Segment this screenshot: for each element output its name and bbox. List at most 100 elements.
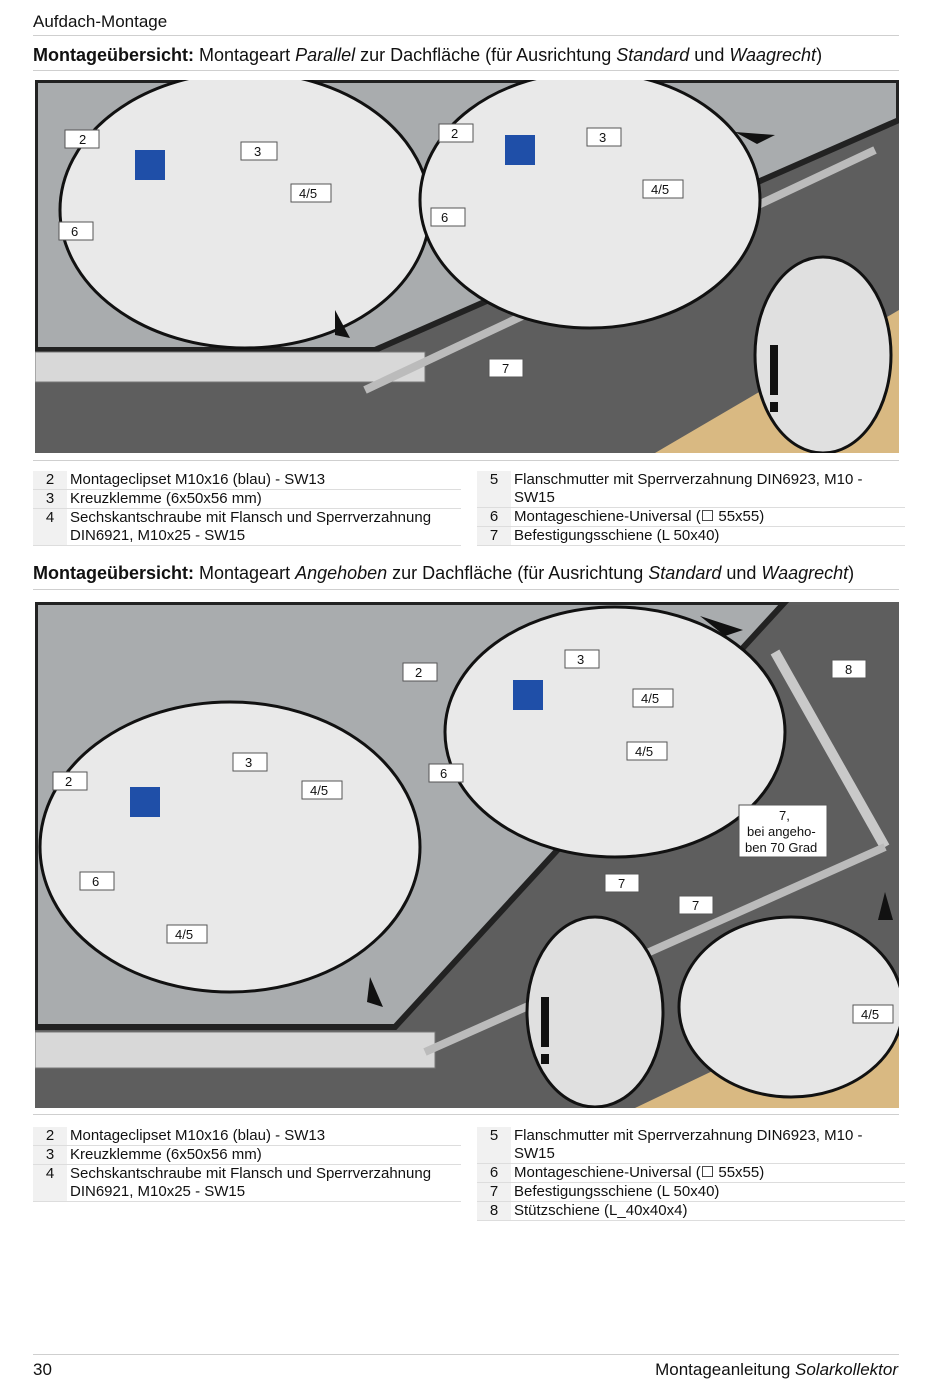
svg-text:6: 6 (92, 874, 99, 889)
page-number: 30 (33, 1360, 52, 1379)
detail-lens-left (38, 700, 422, 994)
callout-45e: 4/5 (852, 1004, 894, 1024)
svg-text:4/5: 4/5 (310, 783, 328, 798)
callout-6b: 6 (430, 207, 466, 227)
callout-2b: 2 (402, 662, 438, 682)
callout-45b: 4/5 (166, 924, 208, 944)
svg-text:3: 3 (577, 652, 584, 667)
callout-6b: 6 (428, 763, 464, 783)
support-rail (770, 649, 890, 850)
svg-text:4/5: 4/5 (641, 691, 659, 706)
mounting-rail (35, 351, 426, 383)
callout-7a: 7 (604, 873, 640, 893)
detail-lens-left (58, 80, 432, 350)
note-callout: 7, bei angeho- ben 70 Grad (738, 804, 828, 858)
svg-text:7: 7 (502, 361, 509, 376)
svg-text:7: 7 (618, 876, 625, 891)
callout-2a: 2 (64, 129, 100, 149)
warning-exclamation-dot (541, 1054, 549, 1064)
section-1-figure-divider (33, 460, 899, 461)
callout-7b: 7 (678, 895, 714, 915)
callout-2b: 2 (438, 123, 474, 143)
svg-text:7,: 7, (779, 808, 790, 823)
svg-text:2: 2 (79, 132, 86, 147)
svg-text:2: 2 (415, 665, 422, 680)
svg-text:7: 7 (692, 898, 699, 913)
section-1-divider (33, 70, 899, 71)
svg-text:8: 8 (845, 662, 852, 677)
section-1-title: Montageübersicht: Montageart Parallel zu… (33, 45, 823, 65)
callout-2a: 2 (52, 771, 88, 791)
arrow-icon (735, 132, 775, 144)
section-2-divider (33, 589, 899, 590)
clip-blue-middle (505, 135, 535, 165)
arrow-down-icon (367, 977, 383, 1007)
warning-exclamation (541, 997, 549, 1047)
clip-blue-left (135, 150, 165, 180)
svg-text:3: 3 (254, 144, 261, 159)
arrow-up-icon (878, 892, 893, 920)
arrow-icon (700, 616, 743, 636)
fastening-rail (423, 843, 887, 1056)
detail-lens-bottom (525, 915, 665, 1108)
mounting-rail (35, 1031, 436, 1069)
clip-blue-left (130, 787, 160, 817)
document-title: Montageanleitung Solarkollektor (655, 1360, 898, 1379)
figure-raised-svg: 2 3 4/5 6 4/5 2 3 4/5 4/5 6 8 7 7 4/5 7,… (35, 602, 899, 1108)
callout-3a: 3 (232, 752, 268, 772)
footer-divider (33, 1354, 899, 1355)
warning-exclamation (770, 345, 778, 395)
svg-text:6: 6 (440, 766, 447, 781)
svg-text:bei angeho-: bei angeho- (747, 824, 816, 839)
header-divider (33, 35, 899, 36)
figure-parallel-mounting: 2 3 4/5 6 2 3 4/5 6 7 (35, 80, 899, 453)
callout-45d: 4/5 (626, 741, 668, 761)
callout-45a: 4/5 (301, 780, 343, 800)
figure-raised-mounting: 2 3 4/5 6 4/5 2 3 4/5 4/5 6 8 7 7 4/5 7,… (35, 602, 899, 1108)
collector-frame (35, 602, 790, 1030)
svg-text:4/5: 4/5 (175, 927, 193, 942)
svg-text:4/5: 4/5 (861, 1007, 879, 1022)
clip-blue-middle (513, 680, 543, 710)
svg-text:2: 2 (451, 126, 458, 141)
detail-lens-right (753, 255, 893, 453)
svg-text:6: 6 (71, 224, 78, 239)
detail-lens-middle (443, 605, 787, 859)
svg-text:4/5: 4/5 (299, 186, 317, 201)
figure-parallel-svg: 2 3 4/5 6 2 3 4/5 6 7 (35, 80, 899, 453)
callout-6a: 6 (79, 871, 115, 891)
detail-lens-right (677, 915, 899, 1099)
callout-3a: 3 (240, 141, 278, 161)
arrow-down-icon (335, 310, 350, 338)
callout-45b: 4/5 (642, 179, 684, 199)
svg-text:4/5: 4/5 (635, 744, 653, 759)
svg-text:ben 70 Grad: ben 70 Grad (745, 840, 817, 855)
svg-text:4/5: 4/5 (651, 182, 669, 197)
svg-text:3: 3 (599, 130, 606, 145)
section-2-title: Montageübersicht: Montageart Angehoben z… (33, 563, 855, 583)
detail-lens-middle (418, 80, 762, 330)
svg-text:3: 3 (245, 755, 252, 770)
svg-text:6: 6 (441, 210, 448, 225)
callout-3b: 3 (564, 649, 600, 669)
svg-text:2: 2 (65, 774, 72, 789)
callout-7: 7 (488, 358, 524, 378)
callout-45c: 4/5 (632, 688, 674, 708)
callout-6a: 6 (58, 221, 94, 241)
callout-8: 8 (831, 659, 867, 679)
